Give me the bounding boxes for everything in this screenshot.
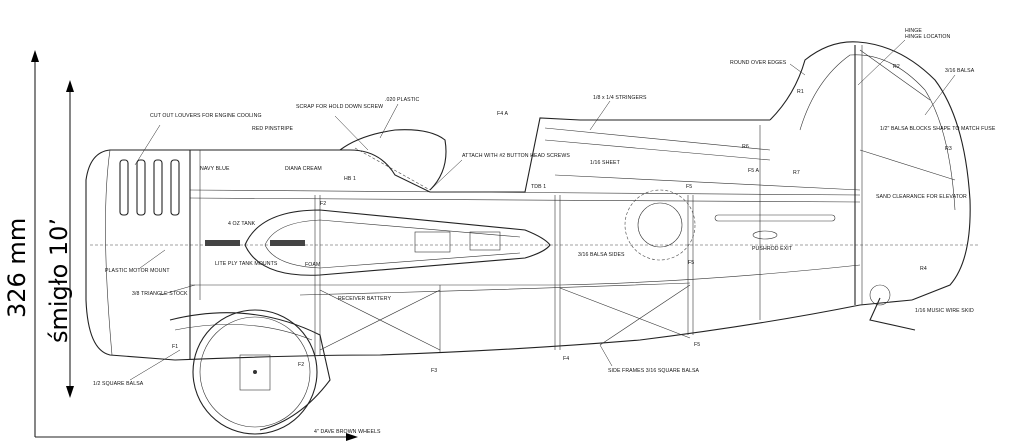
label-sheet-116: 1/16 SHEET [590,160,621,166]
label-f3: F3 [431,368,437,374]
label-r7: R7 [793,170,800,176]
label-navy-blue: NAVY BLUE [200,166,230,172]
label-hb1: HB 1 [344,176,356,182]
label-tdb1: TDB 1 [531,184,546,190]
height-dimension: 326 mm [3,50,358,441]
label-plastic-motor-mount: PLASTIC MOTOR MOUNT [105,268,170,274]
plan-labels: ROUND OVER EDGES HINGE HINGE LOCATION R2… [93,28,996,435]
formers [189,45,956,360]
label-f5-bottom: F5 [694,342,700,348]
label-r1: R1 [797,89,804,95]
label-f4: F4 [563,356,569,362]
label-f1: F1 [172,344,178,350]
label-f5a: F5 A [748,168,760,174]
label-r6: R6 [742,144,749,150]
label-pushrod-exit: PUSHROD EXIT [752,246,793,252]
label-scrap-hold-down: SCRAP FOR HOLD DOWN SCREW [296,104,383,110]
windshield [339,129,447,191]
label-round-over-edges: ROUND OVER EDGES [730,60,787,66]
prop-label: śmigło 10’ [45,218,73,343]
label-balsa-sides: 3/16 BALSA SIDES [578,252,625,258]
wing-outline [624,189,836,261]
fuselage-outline [85,41,980,361]
label-r2: R2 [893,64,900,70]
label-balsa-blocks: 1/2" BALSA BLOCKS SHAPE TO MATCH FUSE [880,126,996,132]
label-r3: R3 [945,146,952,152]
prop-dimension: śmigło 10’ [45,80,74,398]
label-f2-top: F2 [320,201,326,207]
label-r4: R4 [920,266,927,272]
label-square-balsa: 1/2 SQUARE BALSA [93,381,144,387]
landing-gear [169,284,916,435]
label-hinge-location-1: HINGE [905,28,922,34]
label-sand-clearance: SAND CLEARANCE FOR ELEVATOR [876,194,967,200]
label-4oz-tank: 4 OZ TANK [228,221,256,227]
label-triangle-stock: 3/8 TRIANGLE STOCK [132,291,188,297]
label-dave-brown-wheels: 4" DAVE BROWN WHEELS [314,429,381,435]
label-music-wire-skid: 1/16 MUSIC WIRE SKID [915,308,974,314]
label-plastic-020: .020 PLASTIC [385,97,420,103]
label-f5-top: F5 [686,184,692,190]
label-attach-with: ATTACH WITH #2 BUTTON HEAD SCREWS [462,153,570,159]
label-hinge-location: HINGE LOCATION [905,34,951,40]
label-f4a: F4 A [497,111,509,117]
label-f5-mid: F5 [688,260,694,266]
label-f2-bottom: F2 [298,362,304,368]
label-lite-ply: LITE PLY TANK MOUNTS [215,261,278,267]
fuel-tank [205,209,551,276]
height-label: 326 mm [3,218,31,318]
label-diana-cream: DIANA CREAM [285,166,322,172]
label-side-frames: SIDE FRAMES 3/16 SQUARE BALSA [608,368,700,374]
label-red-pinstripe: RED PINSTRIPE [252,126,294,132]
label-balsa-316: 3/16 BALSA [945,68,975,74]
label-receiver-battery: RECEIVER BATTERY [338,296,391,302]
label-stringers: 1/8 x 1/4 STRINGERS [593,95,647,101]
label-foam: FOAM [305,262,320,268]
label-cut-louvers: CUT OUT LOUVERS FOR ENGINE COOLING [150,113,262,119]
